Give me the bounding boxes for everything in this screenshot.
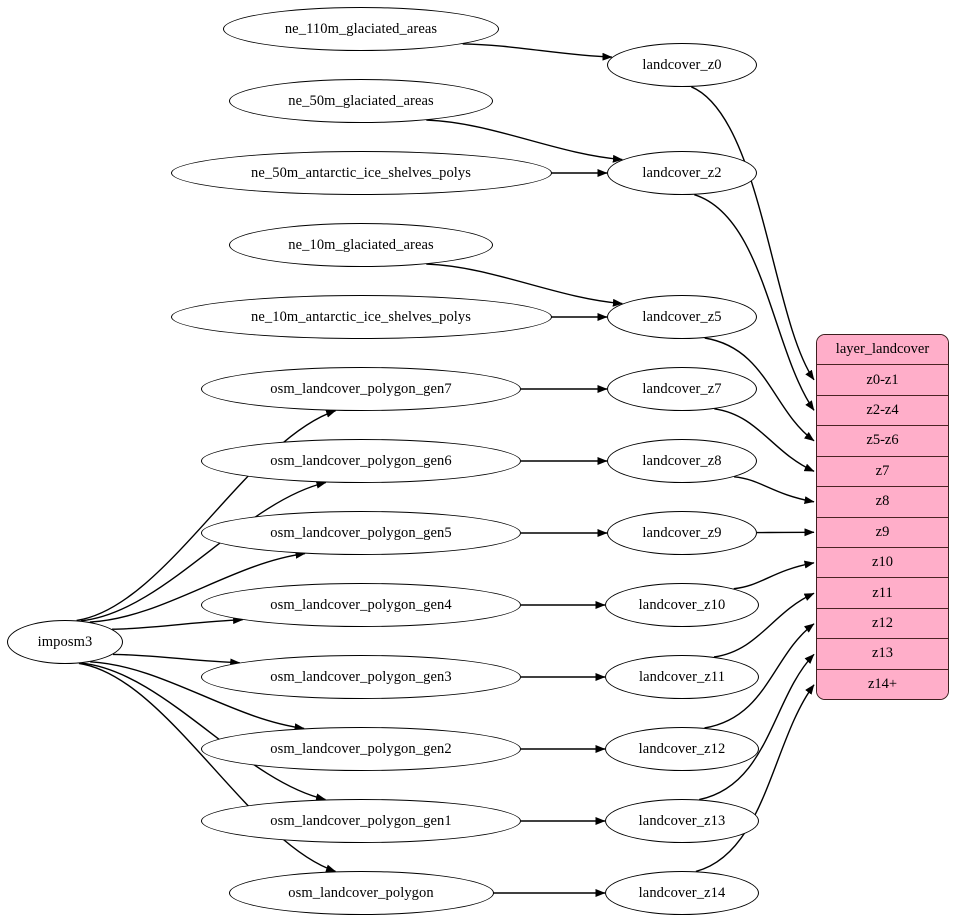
record-row-label: z11 — [872, 584, 893, 601]
input-node-ne_50m_antarctic_ice_shelves_polys[interactable]: ne_50m_antarctic_ice_shelves_polys — [170, 151, 552, 195]
node-label: osm_landcover_polygon_gen5 — [270, 524, 452, 541]
node-label: landcover_z10 — [638, 596, 726, 613]
node-label: landcover_z7 — [642, 380, 722, 397]
input-node-osm_landcover_polygon_gen5[interactable]: osm_landcover_polygon_gen5 — [201, 511, 521, 555]
record-row-z11[interactable]: z11 — [817, 578, 948, 609]
input-node-osm_landcover_polygon_gen2[interactable]: osm_landcover_polygon_gen2 — [201, 727, 521, 771]
record-row-z14+[interactable]: z14+ — [817, 669, 948, 699]
record-row-z10[interactable]: z10 — [817, 547, 948, 579]
node-label: landcover_z9 — [642, 524, 722, 541]
node-label: landcover_z11 — [638, 668, 726, 685]
record-row-label: z2-z4 — [866, 402, 899, 419]
record-row-label: z5-z6 — [866, 432, 899, 449]
record-row-z9[interactable]: z9 — [817, 517, 948, 548]
input-node-osm_landcover_polygon_gen7[interactable]: osm_landcover_polygon_gen7 — [201, 367, 521, 411]
input-node-ne_50m_glaciated_areas[interactable]: ne_50m_glaciated_areas — [229, 79, 493, 123]
landcover-node-landcover_z5[interactable]: landcover_z5 — [607, 295, 757, 339]
record-row-label: z10 — [872, 554, 893, 571]
record-row-z2-z4[interactable]: z2-z4 — [817, 395, 948, 427]
node-label: osm_landcover_polygon_gen4 — [270, 596, 452, 613]
node-label: landcover_z2 — [642, 164, 722, 181]
record-row-label: z0-z1 — [866, 371, 899, 388]
node-label: landcover_z12 — [638, 740, 726, 757]
node-label: osm_landcover_polygon_gen2 — [270, 740, 452, 757]
record-row-z7[interactable]: z7 — [817, 456, 948, 488]
node-label: osm_landcover_polygon — [288, 884, 434, 901]
node-label: landcover_z14 — [638, 884, 726, 901]
node-label: osm_landcover_polygon_gen7 — [270, 380, 452, 397]
node-label: ne_50m_antarctic_ice_shelves_polys — [250, 164, 472, 181]
landcover-node-landcover_z7[interactable]: landcover_z7 — [607, 367, 757, 411]
landcover-node-landcover_z8[interactable]: landcover_z8 — [607, 439, 757, 483]
input-node-ne_10m_antarctic_ice_shelves_polys[interactable]: ne_10m_antarctic_ice_shelves_polys — [170, 295, 552, 339]
edge-imposm3-to-osm_landcover_polygon_gen3 — [112, 653, 241, 667]
record-row-label: z12 — [872, 615, 893, 631]
input-node-osm_landcover_polygon_gen1[interactable]: osm_landcover_polygon_gen1 — [201, 799, 521, 843]
landcover-node-landcover_z9[interactable]: landcover_z9 — [607, 511, 757, 555]
node-label: ne_10m_glaciated_areas — [288, 236, 434, 253]
record-row-label: z9 — [875, 523, 890, 540]
landcover-node-landcover_z14[interactable]: landcover_z14 — [605, 871, 759, 915]
edge-ne_110m_glaciated_areas-to-landcover_z0 — [462, 43, 613, 61]
input-node-osm_landcover_polygon_gen3[interactable]: osm_landcover_polygon_gen3 — [201, 655, 521, 699]
record-row-label: z13 — [872, 645, 893, 662]
landcover-node-landcover_z13[interactable]: landcover_z13 — [605, 799, 759, 843]
landcover-node-landcover_z2[interactable]: landcover_z2 — [607, 151, 757, 195]
input-node-osm_landcover_polygon_gen6[interactable]: osm_landcover_polygon_gen6 — [201, 439, 521, 483]
node-label: imposm3 — [37, 633, 93, 650]
input-node-osm_landcover_polygon[interactable]: osm_landcover_polygon — [228, 871, 494, 915]
landcover-node-landcover_z0[interactable]: landcover_z0 — [607, 43, 757, 87]
record-row-z13[interactable]: z13 — [817, 639, 948, 670]
landcover-node-landcover_z11[interactable]: landcover_z11 — [605, 655, 759, 699]
node-label: ne_10m_antarctic_ice_shelves_polys — [250, 308, 472, 325]
landcover-node-landcover_z12[interactable]: landcover_z12 — [605, 727, 759, 771]
source-node-imposm3[interactable]: imposm3 — [7, 620, 123, 664]
layer-landcover-record[interactable]: layer_landcover z0-z1 z2-z4 z5-z6 z7 z8 z9 z10… — [816, 334, 949, 700]
edge-landcover_z10-to-z10 — [733, 560, 815, 590]
node-label: osm_landcover_polygon_gen3 — [270, 668, 452, 685]
record-title: layer_landcover — [817, 335, 948, 366]
input-node-ne_110m_glaciated_areas[interactable]: ne_110m_glaciated_areas — [223, 7, 499, 51]
record-row-z8[interactable]: z8 — [817, 487, 948, 518]
node-label: ne_110m_glaciated_areas — [284, 20, 438, 37]
record-row-z12[interactable]: z12 — [817, 608, 948, 640]
node-label: landcover_z8 — [642, 452, 722, 469]
edge-imposm3-to-osm_landcover_polygon_gen4 — [112, 616, 244, 630]
record-row-z5-z6[interactable]: z5-z6 — [817, 426, 948, 457]
node-label: landcover_z0 — [642, 56, 722, 73]
node-label: landcover_z5 — [642, 308, 722, 325]
record-row-label: z8 — [875, 493, 890, 510]
edge-landcover_z8-to-z8 — [734, 476, 815, 505]
input-node-osm_landcover_polygon_gen4[interactable]: osm_landcover_polygon_gen4 — [201, 583, 521, 627]
record-row-label: z14+ — [867, 675, 898, 692]
node-label: ne_50m_glaciated_areas — [288, 92, 434, 109]
node-label: osm_landcover_polygon_gen1 — [270, 812, 452, 829]
node-label: osm_landcover_polygon_gen6 — [270, 452, 452, 469]
input-node-ne_10m_glaciated_areas[interactable]: ne_10m_glaciated_areas — [229, 223, 493, 267]
landcover-node-landcover_z10[interactable]: landcover_z10 — [605, 583, 759, 627]
record-row-label: z7 — [875, 462, 890, 479]
edge-landcover_z14-to-z14+ — [695, 684, 815, 873]
record-row-z0-z1[interactable]: z0-z1 — [817, 365, 948, 396]
node-label: landcover_z13 — [638, 812, 726, 829]
